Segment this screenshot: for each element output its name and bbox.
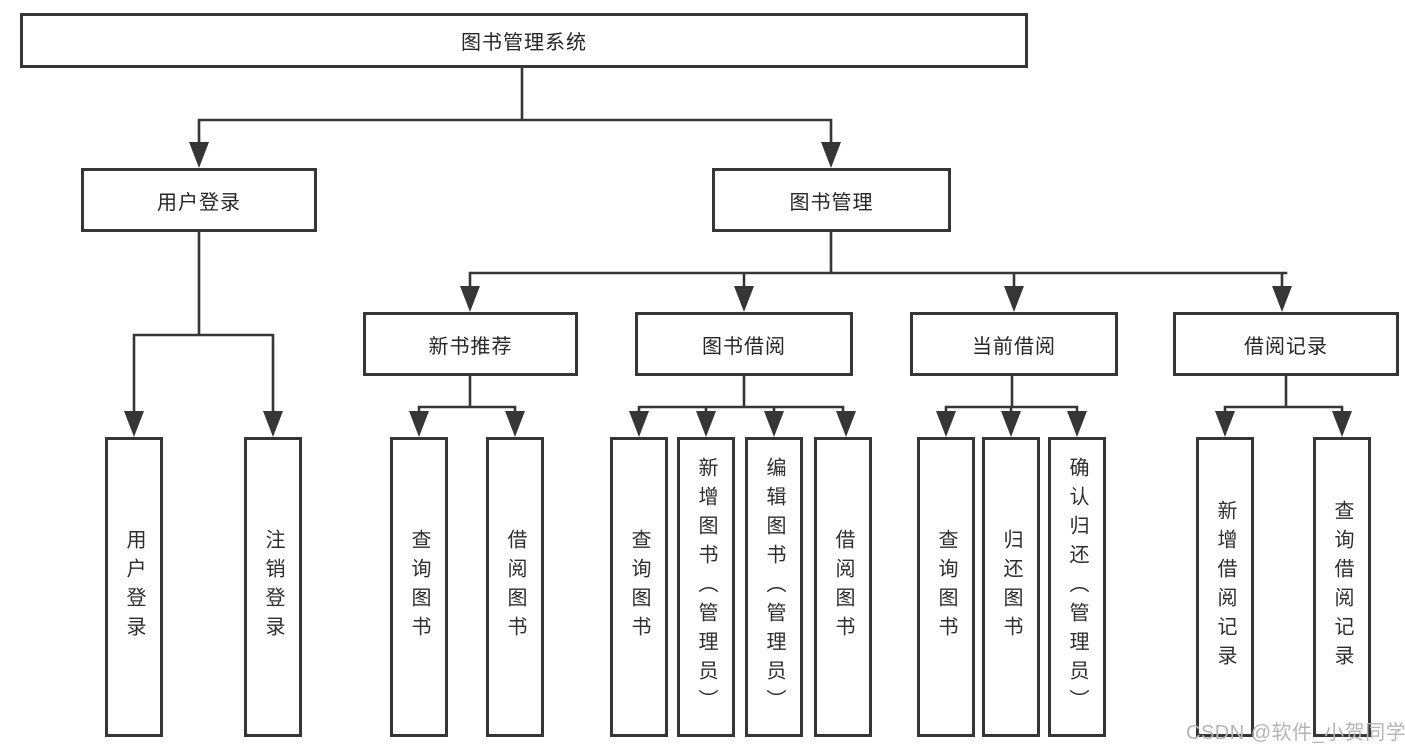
node-user-login: 用户登录 xyxy=(81,168,317,232)
leaf-query-book-current: 查询图书 xyxy=(917,437,975,737)
leaf-query-book-borrowing: 查询图书 xyxy=(610,437,668,737)
leaf-borrow-book-borrowing: 借阅图书 xyxy=(814,437,872,737)
node-book-borrowing: 图书借阅 xyxy=(635,312,853,376)
node-new-book-recommendation-label: 新书推荐 xyxy=(428,335,513,358)
node-book-borrowing-label: 图书借阅 xyxy=(702,335,786,358)
leaf-borrow-book-borrowing-label: 借阅图书 xyxy=(832,529,854,645)
leaf-borrow-book-recommend-label: 借阅图书 xyxy=(504,529,526,645)
leaf-edit-book-admin-label: 编辑图书（管理员） xyxy=(763,456,785,718)
leaf-add-borrow-record: 新增借阅记录 xyxy=(1196,437,1254,737)
node-current-borrowing-label: 当前借阅 xyxy=(972,335,1056,358)
node-user-login-label: 用户登录 xyxy=(157,191,241,214)
leaf-confirm-return-admin: 确认归还（管理员） xyxy=(1048,437,1106,737)
leaf-add-book-admin: 新增图书（管理员） xyxy=(677,437,735,737)
leaf-add-borrow-record-label: 新增借阅记录 xyxy=(1214,500,1236,674)
node-book-management-label: 图书管理 xyxy=(789,191,874,214)
connector-tree-lines xyxy=(132,66,1344,415)
leaf-return-book: 归还图书 xyxy=(982,437,1040,737)
leaf-confirm-return-admin-label: 确认归还（管理员） xyxy=(1066,456,1088,718)
leaf-user-login: 用户登录 xyxy=(105,437,163,737)
leaf-user-login-label: 用户登录 xyxy=(123,529,145,645)
node-borrowing-records: 借阅记录 xyxy=(1173,312,1399,376)
node-book-management: 图书管理 xyxy=(712,168,951,232)
node-current-borrowing: 当前借阅 xyxy=(910,312,1118,376)
leaf-return-book-label: 归还图书 xyxy=(1000,529,1022,645)
node-library-management-system: 图书管理系统 xyxy=(20,13,1028,68)
leaf-query-book-borrowing-label: 查询图书 xyxy=(628,529,650,645)
leaf-query-borrow-record-label: 查询借阅记录 xyxy=(1331,500,1353,674)
leaf-query-book-recommend: 查询图书 xyxy=(390,437,448,737)
leaf-query-borrow-record: 查询借阅记录 xyxy=(1313,437,1371,737)
connector-arrowheads xyxy=(124,142,1352,437)
node-borrowing-records-label: 借阅记录 xyxy=(1244,335,1328,358)
leaf-query-book-recommend-label: 查询图书 xyxy=(408,529,430,645)
leaf-borrow-book-recommend: 借阅图书 xyxy=(486,437,544,737)
node-library-management-system-label: 图书管理系统 xyxy=(461,32,587,54)
leaf-add-book-admin-label: 新增图书（管理员） xyxy=(695,456,717,718)
leaf-edit-book-admin: 编辑图书（管理员） xyxy=(745,437,803,737)
node-new-book-recommendation: 新书推荐 xyxy=(363,312,578,376)
watermark-csdn: CSDN @软件_小贺同学 xyxy=(1186,722,1405,744)
leaf-logout-login: 注销登录 xyxy=(244,437,302,737)
leaf-logout-login-label: 注销登录 xyxy=(262,529,284,645)
leaf-query-book-current-label: 查询图书 xyxy=(935,529,957,645)
